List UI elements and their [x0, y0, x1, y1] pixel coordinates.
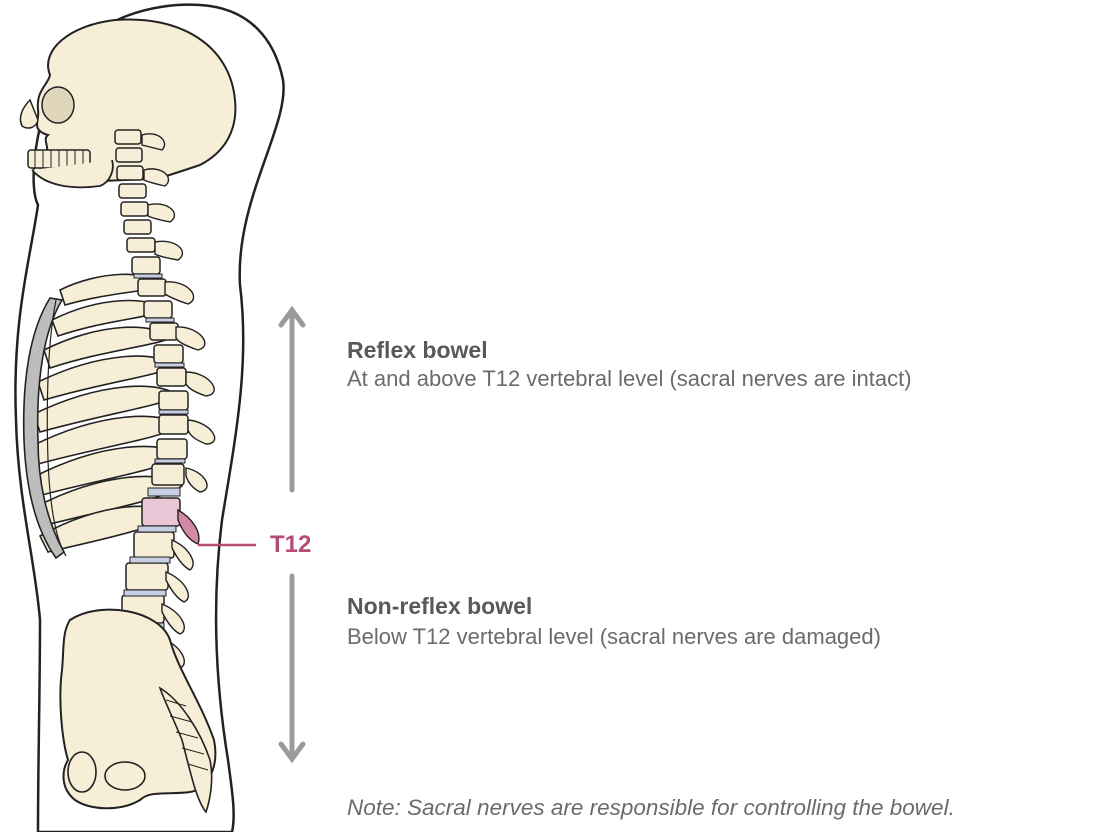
t12-vertebra [142, 498, 180, 526]
upward-arrow [281, 310, 303, 490]
t12-process [178, 510, 199, 544]
reflex-bowel-title: Reflex bowel [347, 337, 488, 364]
reflex-bowel-description: At and above T12 vertebral level (sacral… [347, 366, 912, 392]
t12-label: T12 [270, 531, 311, 559]
non-reflex-bowel-description: Below T12 vertebral level (sacral nerves… [347, 624, 881, 650]
non-reflex-bowel-title: Non-reflex bowel [347, 593, 532, 620]
pelvis [60, 610, 215, 812]
footnote: Note: Sacral nerves are responsible for … [347, 795, 955, 821]
downward-arrow [281, 576, 303, 759]
